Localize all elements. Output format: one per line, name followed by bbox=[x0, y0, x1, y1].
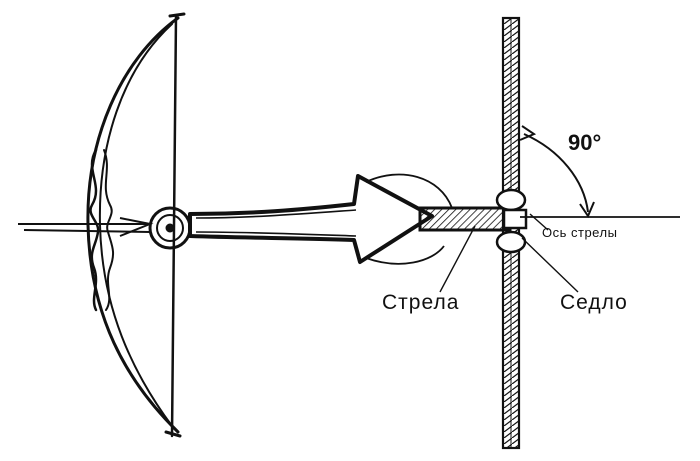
leader-lines bbox=[439, 213, 579, 293]
arrow-label: Стрела bbox=[382, 291, 460, 314]
arrow-section-icon bbox=[418, 206, 512, 232]
saddle-icon bbox=[495, 16, 528, 450]
nock-ring-icon bbox=[148, 206, 192, 250]
arrow-icon bbox=[188, 173, 453, 265]
angle-arc-icon bbox=[519, 125, 595, 219]
saddle-label: Седло bbox=[560, 291, 628, 314]
arrow-axis-label: Ось стрелы bbox=[542, 225, 618, 240]
arrow-shaft-left bbox=[18, 217, 154, 237]
angle-label: 90° bbox=[568, 130, 602, 155]
